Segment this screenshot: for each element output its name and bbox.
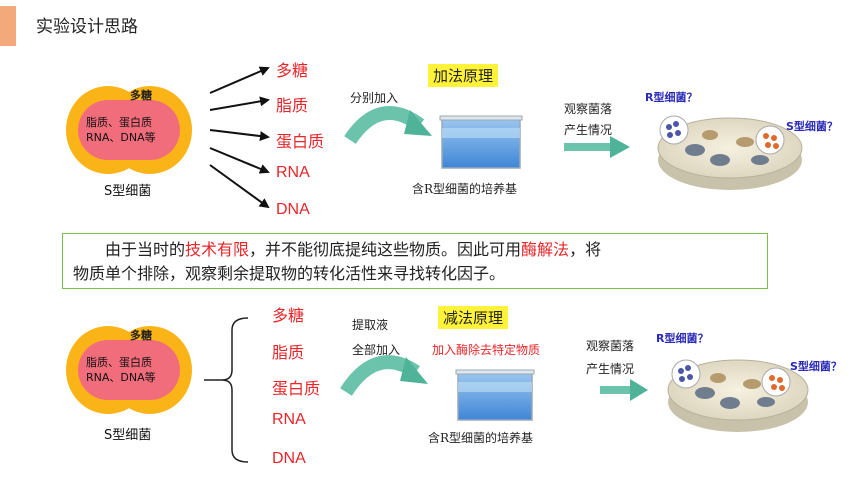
cell-bottom-components-1: 脂质、蛋白质 xyxy=(86,356,152,369)
cell-bottom-components-2: RNA、DNA等 xyxy=(86,371,156,384)
r-bacteria-label-bottom: R型细菌？ xyxy=(656,332,709,345)
principle-bottom: 减法原理 xyxy=(438,306,509,329)
enzyme-step-bottom: 加入酶除去特定物质 xyxy=(432,343,541,357)
petri-dish-bottom xyxy=(667,359,809,432)
explanation-text-3: ，将 xyxy=(569,240,602,259)
explanation-text-1: 由于当时的 xyxy=(105,240,186,259)
explanation-box: 由于当时的技术有限，并不能彻底提纯这些物质。因此可用酶解法，将 物质单个排除，观… xyxy=(62,233,768,289)
cell-bottom-polysaccharide: 多糖 xyxy=(130,329,152,342)
medium-bottom: 含R型细菌的培养基 xyxy=(428,431,534,445)
molecule-top-protein: 蛋白质 xyxy=(276,134,325,151)
cell-top-polysaccharide: 多糖 xyxy=(130,89,152,102)
s-cell-bottom xyxy=(66,326,192,414)
medium-top: 含R型细菌的培养基 xyxy=(412,182,518,196)
bracket-bottom xyxy=(204,317,249,463)
step-top: 分别加入 xyxy=(350,91,399,105)
explanation-highlight-enzyme: 酶解法 xyxy=(521,240,570,259)
molecule-bottom-rna: RNA xyxy=(272,411,306,428)
cell-top-components-1: 脂质、蛋白质 xyxy=(86,116,152,129)
molecule-bottom-lipid: 脂质 xyxy=(272,345,305,362)
title-accent-bar xyxy=(0,6,16,46)
explanation-text-2: ，并不能彻底提纯这些物质。因此可用 xyxy=(249,240,522,259)
explanation-highlight-tech: 技术有限 xyxy=(185,240,250,259)
molecule-bottom-dna: DNA xyxy=(272,450,306,467)
cell-top-name: S型细菌 xyxy=(104,184,152,199)
molecule-bottom-protein: 蛋白质 xyxy=(272,381,321,398)
page-title: 实验设计思路 xyxy=(36,17,138,37)
add-arrow-bottom xyxy=(340,355,428,396)
molecule-top-rna: RNA xyxy=(276,164,310,181)
observe-bottom-1: 观察菌落 xyxy=(586,339,635,353)
observe-arrow-bottom xyxy=(600,379,648,401)
molecule-top-dna: DNA xyxy=(276,201,310,218)
molecule-top-lipid: 脂质 xyxy=(276,98,309,115)
observe-bottom-2: 产生情况 xyxy=(586,362,635,376)
explanation-line-1: 由于当时的技术有限，并不能彻底提纯这些物质。因此可用酶解法，将 xyxy=(73,238,757,262)
molecule-top-polysaccharide: 多糖 xyxy=(276,63,309,80)
observe-top-1: 观察菌落 xyxy=(564,102,613,116)
step-bottom-1: 提取液 xyxy=(352,318,389,332)
beaker-top xyxy=(439,115,523,169)
add-arrow-top xyxy=(344,106,432,145)
r-bacteria-label-top: R型细菌？ xyxy=(645,91,698,104)
petri-dish-top xyxy=(657,115,803,190)
s-cell-top xyxy=(66,86,192,174)
observe-arrow-top xyxy=(564,136,630,158)
cell-top-components-2: RNA、DNA等 xyxy=(86,131,156,144)
cell-bottom-name: S型细菌 xyxy=(104,428,152,443)
molecule-arrows-top xyxy=(209,66,270,209)
explanation-line-2: 物质单个排除，观察剩余提取物的转化活性来寻找转化因子。 xyxy=(73,264,506,283)
principle-top: 加法原理 xyxy=(428,64,499,87)
s-bacteria-label-top: S型细菌？ xyxy=(786,120,838,133)
molecule-bottom-polysaccharide: 多糖 xyxy=(272,308,305,325)
observe-top-2: 产生情况 xyxy=(564,123,613,137)
step-bottom-2: 全部加入 xyxy=(352,343,401,357)
s-bacteria-label-bottom: S型细菌？ xyxy=(790,360,842,373)
beaker-bottom xyxy=(455,369,535,421)
